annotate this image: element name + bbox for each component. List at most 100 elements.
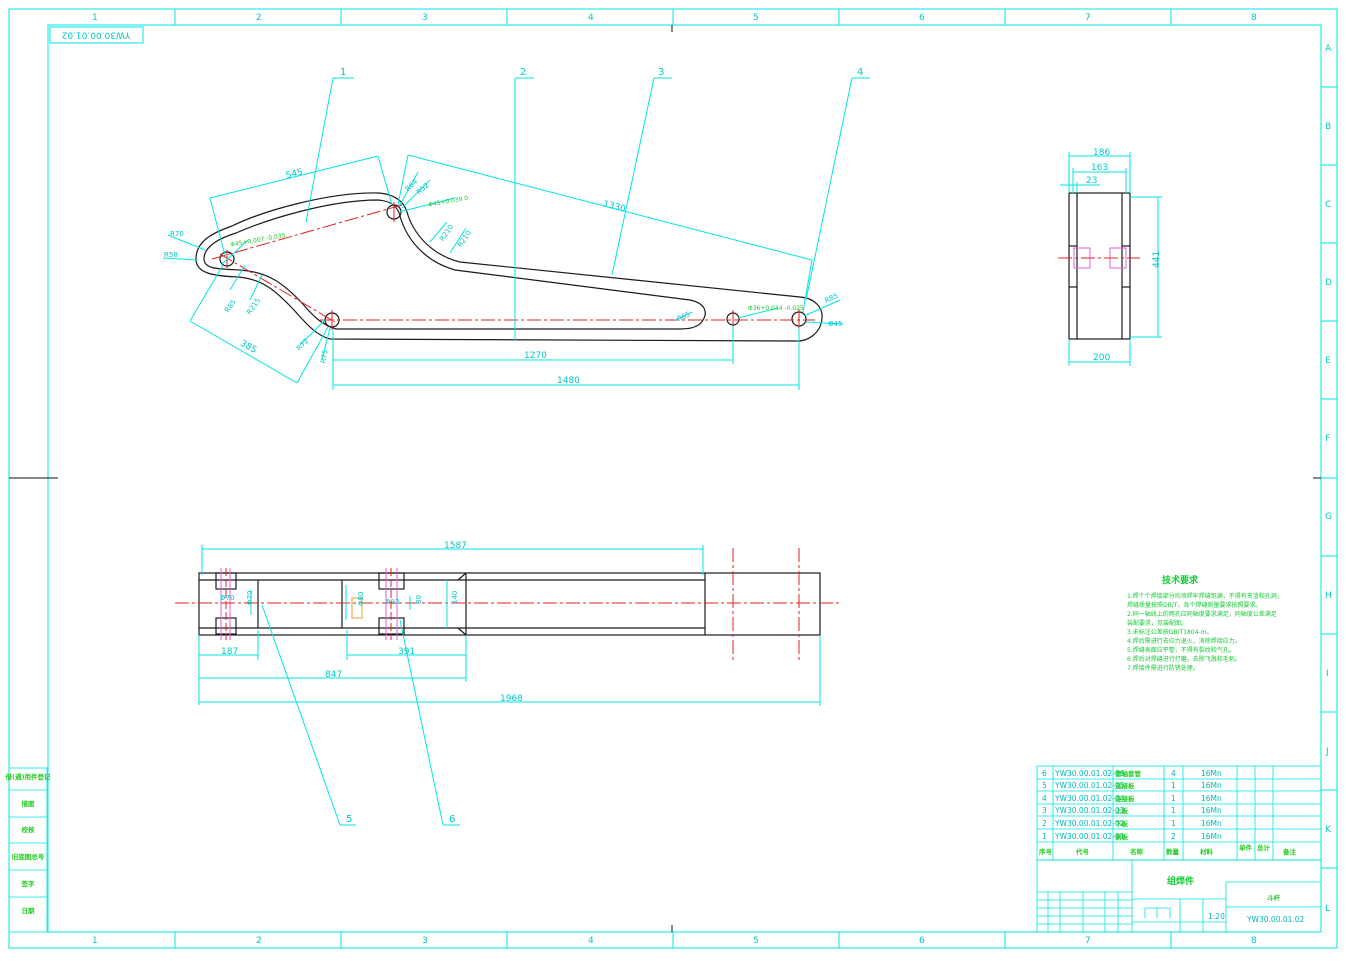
part-mat: 16Mn bbox=[1201, 806, 1222, 815]
dim-r65: R65 bbox=[676, 310, 692, 323]
dim-186: 186 bbox=[1093, 148, 1110, 158]
dim-r58: R58 bbox=[164, 251, 178, 259]
dim-hole3: Φ36+0.034 -0.025 bbox=[748, 305, 804, 312]
col-label: 5 bbox=[753, 13, 759, 23]
top-dimension-texts: 1587 187 391 847 1968 Φ70 Φ93 Φ80 Φ70 80… bbox=[220, 541, 523, 704]
dim-441: 441 bbox=[1152, 251, 1162, 268]
part-code: YW30.00.01.02-05 bbox=[1054, 781, 1125, 790]
sidebar-label: 借(通)用件登记 bbox=[5, 772, 51, 781]
dim-r210a: R210 bbox=[438, 223, 455, 243]
column-zone-lines bbox=[174, 9, 1172, 948]
part-code: YW30.00.01.02-01 bbox=[1054, 832, 1125, 841]
sidebar-label: 描图 bbox=[22, 799, 36, 808]
sidebar-label: 校核 bbox=[22, 825, 36, 834]
dim-80: 80 bbox=[415, 595, 423, 604]
part-code: YW30.00.01.02-03 bbox=[1054, 806, 1125, 815]
balloon-6: 6 bbox=[449, 814, 455, 825]
grid-column-labels: 1 2 3 4 5 6 7 8 1 2 3 4 5 6 7 8 bbox=[92, 13, 1257, 946]
balloon-4: 4 bbox=[857, 67, 863, 78]
tech-req-line: 2.同一轴线上的两孔应同轴度要求满足，同轴度公差满足 bbox=[1127, 610, 1277, 618]
tech-req-line: 7.焊接件需进行防锈处理。 bbox=[1127, 664, 1199, 672]
side-view[interactable]: 186 163 23 441 200 bbox=[1058, 148, 1162, 366]
top-balloons: 5 6 bbox=[346, 814, 455, 825]
dim-1968: 1968 bbox=[500, 694, 523, 704]
front-balloon-leaders bbox=[305, 77, 870, 340]
title-block-sub: 斗杆 bbox=[1267, 893, 1281, 902]
row-label: I bbox=[1326, 669, 1329, 679]
tech-req-line: 6.焊后对焊缝进行打磨，去除飞溅和毛刺。 bbox=[1127, 655, 1241, 663]
left-sidebar: 借(通)用件登记 描图 校核 旧底图总号 签字 日期 bbox=[5, 767, 51, 933]
col-label: 7 bbox=[1085, 936, 1091, 946]
tech-req-line: 5.焊缝表面应平整，不得有裂纹和气孔。 bbox=[1127, 646, 1235, 654]
balloon-3: 3 bbox=[658, 67, 664, 78]
part-qty: 1 bbox=[1171, 819, 1176, 828]
arm-inner-contour bbox=[203, 199, 706, 330]
tech-req-line: 3.未标注公差按GB/T1804-m。 bbox=[1127, 628, 1212, 636]
dim-200: 200 bbox=[1093, 353, 1110, 363]
part-no: 6 bbox=[1042, 769, 1047, 778]
header-cell: 序号 bbox=[1038, 847, 1053, 856]
part-no: 3 bbox=[1042, 806, 1047, 815]
dim-r75: R75 bbox=[320, 349, 330, 364]
dim-1480: 1480 bbox=[557, 376, 580, 386]
part-mat: 16Mn bbox=[1201, 832, 1222, 841]
dim-r72: R72 bbox=[295, 337, 310, 352]
part-no: 4 bbox=[1042, 794, 1047, 803]
tech-req-title: 技术要求 bbox=[1162, 574, 1199, 586]
row-label: J bbox=[1325, 747, 1329, 757]
part-mat: 16Mn bbox=[1201, 794, 1222, 803]
col-label: 2 bbox=[256, 13, 262, 23]
front-view[interactable]: 1 2 3 4 545 1330 385 1270 1480 R70 R58 R… bbox=[162, 67, 870, 390]
title-block[interactable]: 组焊件 斗杆 YW30.00.01.02 1:20 bbox=[1036, 859, 1322, 933]
row-label: H bbox=[1325, 591, 1332, 601]
dim-545: 545 bbox=[285, 167, 304, 181]
row-label: E bbox=[1325, 356, 1331, 366]
dim-23: 23 bbox=[1086, 176, 1097, 186]
col-label: 4 bbox=[588, 13, 594, 23]
dim-163: 163 bbox=[1091, 163, 1108, 173]
stamp-code: YW30.00.01.02 bbox=[62, 30, 132, 40]
tech-req-line: 装配要求，见装配图。 bbox=[1127, 619, 1187, 627]
col-label: 4 bbox=[588, 936, 594, 946]
side-dimension-lines bbox=[1060, 152, 1162, 366]
part-qty: 1 bbox=[1171, 781, 1176, 790]
dim-r210b: R210 bbox=[456, 229, 473, 249]
col-label: 5 bbox=[753, 936, 759, 946]
top-view[interactable]: 5 6 1587 187 391 847 1968 Φ70 Φ93 Φ80 Φ7… bbox=[175, 541, 842, 826]
tech-req-line: 焊缝质量按照GB/T，各个焊缝质量要求按照要求。 bbox=[1127, 601, 1261, 609]
stamp-box bbox=[49, 26, 144, 44]
header-cell: 名称 bbox=[1130, 847, 1144, 856]
col-label: 1 bbox=[92, 936, 98, 946]
header-cell: 总计 bbox=[1257, 843, 1271, 852]
front-dimension-lines bbox=[162, 154, 844, 390]
dim-d45: Φ45 bbox=[828, 320, 842, 328]
part-no: 2 bbox=[1042, 819, 1047, 828]
part-mat: 16Mn bbox=[1201, 781, 1222, 790]
dim-1587: 1587 bbox=[444, 541, 467, 551]
row-label: A bbox=[1325, 44, 1332, 54]
dim-r70: R70 bbox=[170, 230, 184, 238]
row-zone-lines bbox=[1321, 86, 1337, 869]
row-label: K bbox=[1325, 825, 1332, 835]
part-name: 上板 bbox=[1115, 806, 1129, 815]
row-label: L bbox=[1325, 904, 1330, 914]
dim-847: 847 bbox=[325, 670, 342, 680]
dim-p70b: Φ70 bbox=[246, 591, 254, 605]
outer-frame bbox=[8, 8, 1338, 949]
parts-list[interactable]: 6 YW30.00.01.02-06 管轴套管 4 16Mn 5 YW30.00… bbox=[1036, 765, 1322, 861]
dim-r215: R215 bbox=[245, 297, 262, 317]
part-name: 下板 bbox=[1115, 819, 1129, 828]
row-label: B bbox=[1325, 122, 1331, 132]
col-label: 8 bbox=[1251, 13, 1257, 23]
part-mat: 16Mn bbox=[1201, 769, 1222, 778]
dim-385: 385 bbox=[238, 339, 258, 356]
title-block-scale: 1:20 bbox=[1208, 912, 1225, 921]
dim-r85b: R85 bbox=[824, 292, 840, 305]
header-cell: 材料 bbox=[1199, 847, 1214, 856]
balloon-2: 2 bbox=[520, 67, 526, 78]
row-label: C bbox=[1325, 200, 1331, 210]
dim-140: 140 bbox=[451, 591, 459, 604]
part-code: YW30.00.01.02-06 bbox=[1054, 769, 1125, 778]
